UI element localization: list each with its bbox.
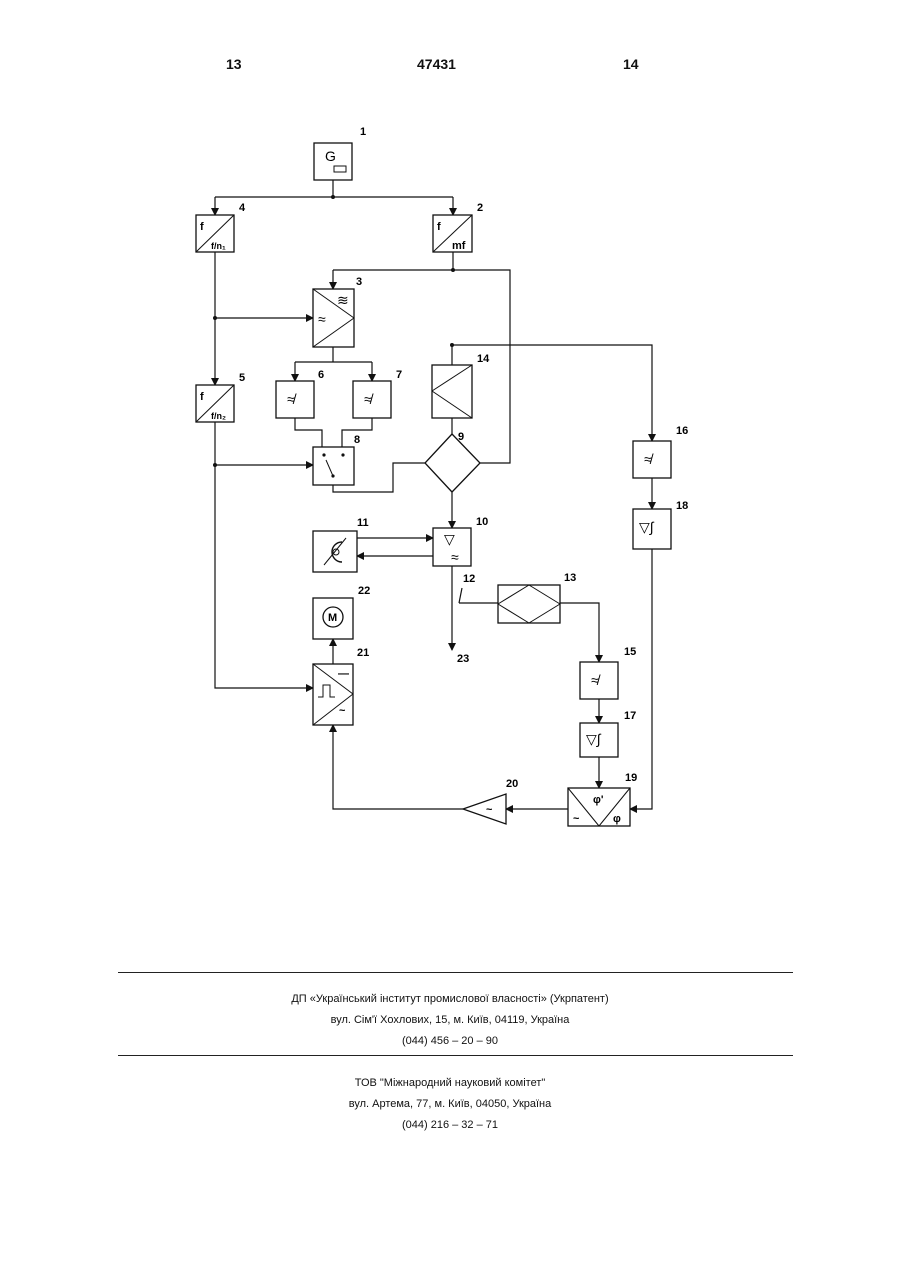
svg-text:~: ~ <box>339 705 346 717</box>
block-1-generator: G 1 <box>314 126 366 180</box>
block-22-motor: M 22 <box>313 585 370 639</box>
svg-text:15: 15 <box>624 646 636 658</box>
svg-text:▽: ▽ <box>444 531 455 547</box>
svg-text:G: G <box>325 148 336 164</box>
svg-text:21: 21 <box>357 647 369 659</box>
svg-text:▽∫: ▽∫ <box>586 731 602 747</box>
svg-text:φ': φ' <box>593 794 604 806</box>
svg-text:9: 9 <box>458 431 464 443</box>
svg-text:23: 23 <box>457 653 469 665</box>
svg-text:~: ~ <box>573 813 580 825</box>
block-21-modulator: — ~ 21 <box>313 647 369 725</box>
svg-text:2: 2 <box>477 202 483 214</box>
block-20-amplifier: ~ 20 <box>463 778 518 824</box>
svg-text:11: 11 <box>357 517 369 529</box>
svg-text:f: f <box>200 221 204 233</box>
svg-text:13: 13 <box>564 572 576 584</box>
block-12-label: 12 <box>463 573 475 585</box>
svg-text:3: 3 <box>356 276 362 288</box>
svg-text:8: 8 <box>354 434 360 446</box>
svg-text:1: 1 <box>360 126 366 138</box>
block-4-frequency-divider: f f/n₁ 4 <box>196 202 246 252</box>
block-19-phase-detector: φ' ~ φ 19 <box>568 772 637 826</box>
svg-text:φ: φ <box>613 813 621 825</box>
svg-text:~: ~ <box>486 804 493 816</box>
svg-text:6: 6 <box>318 369 324 381</box>
block-15-filter: ≉ 15 <box>580 646 636 699</box>
svg-text:f/n₁: f/n₁ <box>211 241 226 251</box>
svg-text:14: 14 <box>477 353 490 365</box>
connection-lines <box>215 180 652 809</box>
svg-text:M: M <box>328 612 337 624</box>
block-10: ▽ ≈ 10 <box>433 516 488 566</box>
svg-text:20: 20 <box>506 778 518 790</box>
org1-phone: (044) 456 – 20 – 90 <box>0 1033 900 1054</box>
svg-text:12: 12 <box>463 573 475 585</box>
svg-text:≈: ≈ <box>451 549 459 565</box>
svg-text:4: 4 <box>239 202 246 214</box>
org2-address: вул. Артема, 77, м. Київ, 04050, Україна <box>0 1096 900 1117</box>
block-13: 13 <box>498 572 576 623</box>
svg-text:f: f <box>437 221 441 233</box>
footer-org1: ДП «Український інститут промислової вла… <box>0 991 900 1054</box>
block-3-mixer: ≋ ≈ 3 <box>313 276 362 347</box>
block-8-switch: 8 <box>313 434 360 485</box>
footer-org2: ТОВ "Міжнародний науковий комітет" вул. … <box>0 1075 900 1138</box>
block-2-frequency-multiplier: f mf 2 <box>433 202 483 252</box>
block-5-frequency-divider: f f/n₂ 5 <box>196 372 245 422</box>
svg-text:19: 19 <box>625 772 637 784</box>
block-7-filter: ≉ 7 <box>353 369 402 418</box>
block-6-filter: ≉ 6 <box>276 369 324 418</box>
svg-text:▽∫: ▽∫ <box>639 519 655 535</box>
svg-text:f/n₂: f/n₂ <box>211 411 226 421</box>
footer-rule-top <box>118 972 793 973</box>
org1-name: ДП «Український інститут промислової вла… <box>0 991 900 1012</box>
svg-text:7: 7 <box>396 369 402 381</box>
block-14: 14 <box>432 353 490 418</box>
svg-text:17: 17 <box>624 710 636 722</box>
block-11-phase-shifter: 11 <box>313 517 369 572</box>
block-16-filter: ≉ 16 <box>633 425 688 478</box>
output-23-label: 23 <box>457 653 469 665</box>
block-9-comparator: 9 <box>425 431 480 492</box>
svg-text:—: — <box>338 668 349 680</box>
org1-address: вул. Сім'ї Хохлових, 15, м. Київ, 04119,… <box>0 1012 900 1033</box>
svg-text:22: 22 <box>358 585 370 597</box>
svg-text:18: 18 <box>676 500 688 512</box>
svg-text:5: 5 <box>239 372 245 384</box>
block-17-detector: ▽∫ 17 <box>580 710 636 757</box>
svg-text:10: 10 <box>476 516 488 528</box>
org2-phone: (044) 216 – 32 – 71 <box>0 1117 900 1138</box>
svg-text:mf: mf <box>452 240 466 252</box>
block-18-detector: ▽∫ 18 <box>633 500 688 549</box>
svg-text:f: f <box>200 391 204 403</box>
svg-text:16: 16 <box>676 425 688 437</box>
block-diagram: G 1 f f/n₁ 4 f mf 2 ≋ ≈ 3 f f/n₂ 5 ≉ <box>0 0 900 900</box>
org2-name: ТОВ "Міжнародний науковий комітет" <box>0 1075 900 1096</box>
svg-text:≈: ≈ <box>318 311 326 327</box>
svg-text:≋: ≋ <box>337 292 349 308</box>
footer-rule-middle <box>118 1055 793 1056</box>
